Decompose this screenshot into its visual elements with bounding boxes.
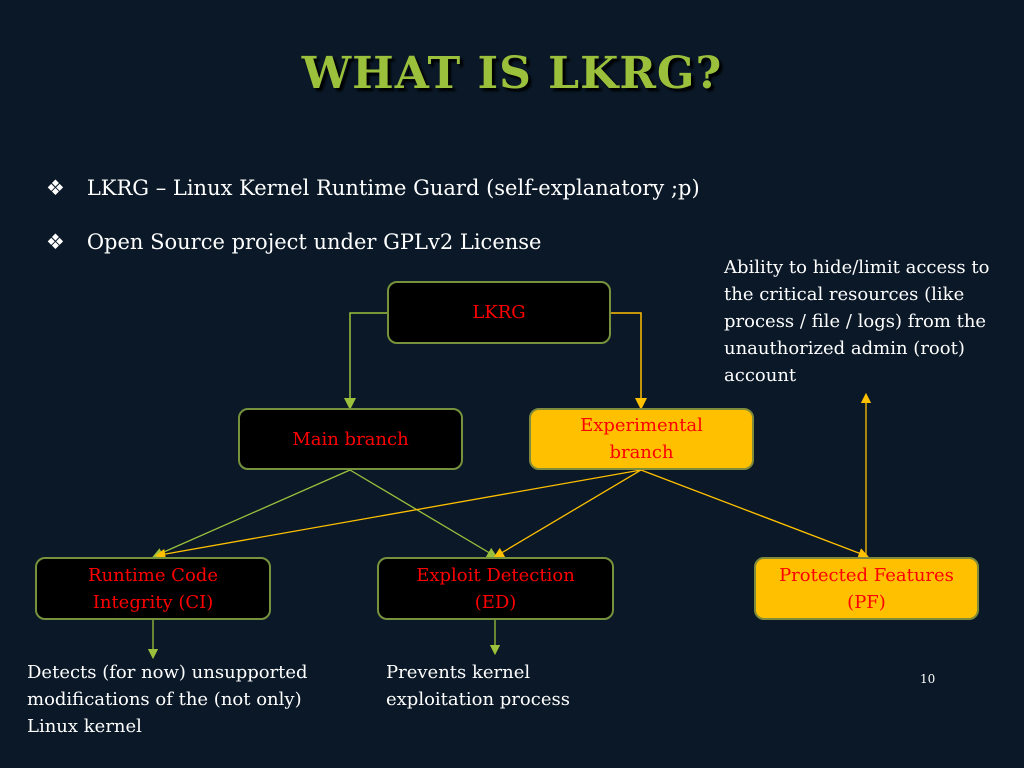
bullet-item: ❖ LKRG – Linux Kernel Runtime Guard (sel… [46,176,700,200]
node-code-integrity: Runtime Code Integrity (CI) [35,557,271,620]
slide-title: WHAT IS LKRG? [301,48,723,99]
bullet-text: LKRG – Linux Kernel Runtime Guard (self-… [86,176,700,200]
ed-description: Prevents kernel exploitation process [386,662,570,710]
page-number: 10 [920,672,936,686]
arrow-main-ci [152,469,351,558]
arrow-main-ed [349,469,498,558]
diamond-bullet-icon: ❖ [46,230,65,254]
bullet-text: Open Source project under GPLv2 License [86,230,542,254]
arrow-root-experimental [611,312,647,410]
ci-description: Detects (for now) unsupported modificati… [27,662,308,737]
arrow-exp-pf [640,469,869,559]
node-protected-features: Protected Features (PF) [754,557,979,620]
bullet-item: ❖ Open Source project under GPLv2 Licens… [46,230,541,254]
pf-description: Ability to hide/limit access to the crit… [724,257,990,386]
arrow-exp-ci [154,469,642,560]
node-main-branch: Main branch [238,408,463,470]
node-exploit-detection: Exploit Detection (ED) [377,557,614,620]
node-experimental-branch: Experimental branch [529,408,754,470]
diamond-bullet-icon: ❖ [46,176,65,200]
arrow-root-main [344,312,387,410]
arrow-exp-ed [493,469,642,558]
node-lkrg: LKRG [387,281,611,344]
